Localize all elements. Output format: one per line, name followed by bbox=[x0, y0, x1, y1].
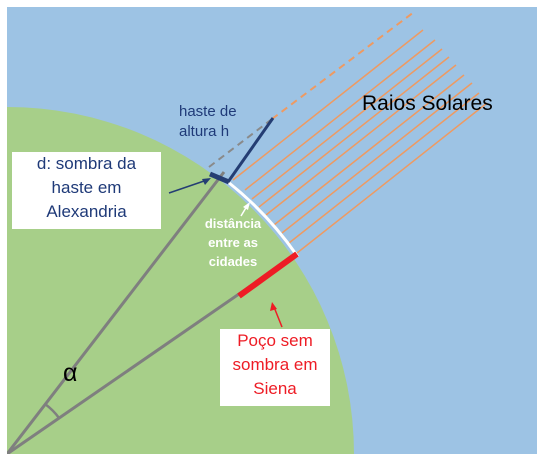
arc-between-cities bbox=[227, 180, 300, 258]
angle-alpha-label: α bbox=[63, 359, 78, 387]
well-pointer-arrow bbox=[273, 306, 283, 328]
sun-ray bbox=[232, 29, 424, 181]
sun-rays-label: Raios Solares bbox=[362, 92, 493, 115]
sun-ray bbox=[281, 82, 473, 234]
sun-ray bbox=[258, 56, 450, 208]
radius-extension-dashed bbox=[208, 118, 273, 168]
angle-arc bbox=[44, 402, 61, 419]
sun-ray bbox=[244, 39, 436, 191]
sun-rays bbox=[232, 29, 488, 254]
sun-ray bbox=[265, 64, 457, 216]
rod bbox=[226, 117, 275, 183]
well-arrow-head bbox=[270, 302, 277, 311]
shadow-label-box: d: sombra da haste em Alexandria bbox=[12, 152, 161, 229]
rod-shadow bbox=[209, 171, 230, 185]
radius-line-alexandria bbox=[7, 171, 226, 454]
sun-ray bbox=[273, 74, 465, 226]
distance-arrow-head bbox=[243, 202, 250, 210]
well-label-box: Poço sem sombra em Siena bbox=[220, 329, 330, 406]
sun-ray bbox=[251, 48, 443, 200]
ray-extension-dashed bbox=[271, 11, 415, 120]
shadow-arrow-head bbox=[202, 178, 211, 185]
rod-height-label: haste de altura h bbox=[179, 103, 237, 140]
diagram-canvas: Raios Solares haste de altura h d: sombr… bbox=[7, 7, 537, 454]
distance-label: distância entre as cidades bbox=[204, 216, 262, 269]
well bbox=[237, 251, 299, 299]
sun-ray bbox=[296, 102, 488, 254]
shadow-pointer-arrow bbox=[168, 179, 208, 194]
sun-ray bbox=[288, 92, 480, 244]
